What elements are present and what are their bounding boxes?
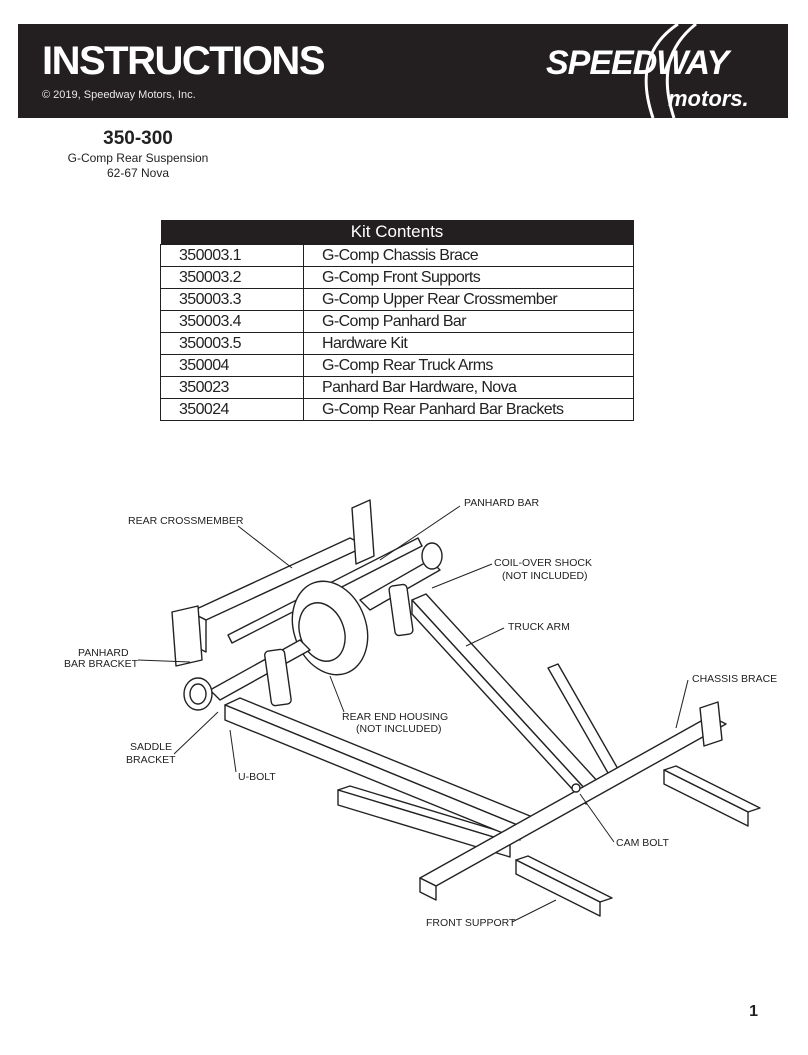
description-cell: G-Comp Rear Truck Arms — [303, 354, 634, 377]
speedway-motors-logo: SPEEDWAY motors. — [546, 24, 749, 118]
copyright-text: © 2019, Speedway Motors, Inc. — [42, 89, 196, 101]
label-u-bolt: U-BOLT — [238, 771, 276, 783]
label-bar-bracket: BAR BRACKET — [64, 658, 139, 670]
description-cell: Hardware Kit — [303, 332, 634, 355]
page-title: INSTRUCTIONS — [42, 39, 326, 83]
part-cell: 350003.4 — [160, 310, 304, 333]
part-cell: 350003.5 — [160, 332, 304, 355]
header-banner: INSTRUCTIONS © 2019, Speedway Motors, In… — [18, 24, 788, 118]
part-cell: 350024 — [160, 398, 304, 421]
leader-lines — [137, 505, 689, 923]
svg-text:motors.: motors. — [668, 86, 749, 111]
description-cell: G-Comp Panhard Bar — [303, 310, 634, 333]
page-number: 1 — [749, 1003, 758, 1020]
label-panhard-bar: PANHARD BAR — [464, 497, 539, 509]
label-front-support: FRONT SUPPORT — [426, 917, 516, 929]
label-coil-over-shock: COIL-OVER SHOCK — [494, 557, 592, 569]
label-cam-bolt: CAM BOLT — [616, 837, 669, 849]
description-cell: G-Comp Rear Panhard Bar Brackets — [303, 398, 634, 421]
part-cell: 350004 — [160, 354, 304, 377]
label-saddle: SADDLE — [130, 741, 172, 753]
part-cell: 350023 — [160, 376, 304, 399]
subtitle-product: G-Comp Rear Suspension — [67, 151, 209, 165]
part-cell: 350003.2 — [160, 266, 304, 289]
label-rear-end-not-included: (NOT INCLUDED) — [356, 723, 442, 735]
label-coil-over-not-included: (NOT INCLUDED) — [502, 570, 588, 582]
label-rear-end-housing: REAR END HOUSING — [342, 711, 448, 723]
description-cell: Panhard Bar Hardware, Nova — [303, 376, 634, 399]
kit-contents-title: Kit Contents — [160, 220, 634, 245]
subtitle-vehicle: 62-67 Nova — [106, 166, 170, 180]
suspension-drawing — [171, 499, 761, 917]
label-bracket: BRACKET — [126, 754, 176, 766]
description-cell: G-Comp Upper Rear Crossmember — [303, 288, 634, 311]
part-number: 350-300 — [103, 128, 173, 149]
label-rear-crossmember: REAR CROSSMEMBER — [128, 515, 244, 527]
suspension-diagram: REAR CROSSMEMBER PANHARD BAR COIL-OVER S… — [64, 497, 777, 929]
description-cell: G-Comp Front Supports — [303, 266, 634, 289]
svg-text:SPEEDWAY: SPEEDWAY — [546, 44, 733, 82]
label-truck-arm: TRUCK ARM — [508, 621, 570, 633]
part-cell: 350003.1 — [160, 244, 304, 267]
description-cell: G-Comp Chassis Brace — [303, 244, 634, 267]
part-cell: 350003.3 — [160, 288, 304, 311]
label-chassis-brace: CHASSIS BRACE — [692, 673, 777, 685]
label-panhard: PANHARD — [78, 647, 129, 659]
